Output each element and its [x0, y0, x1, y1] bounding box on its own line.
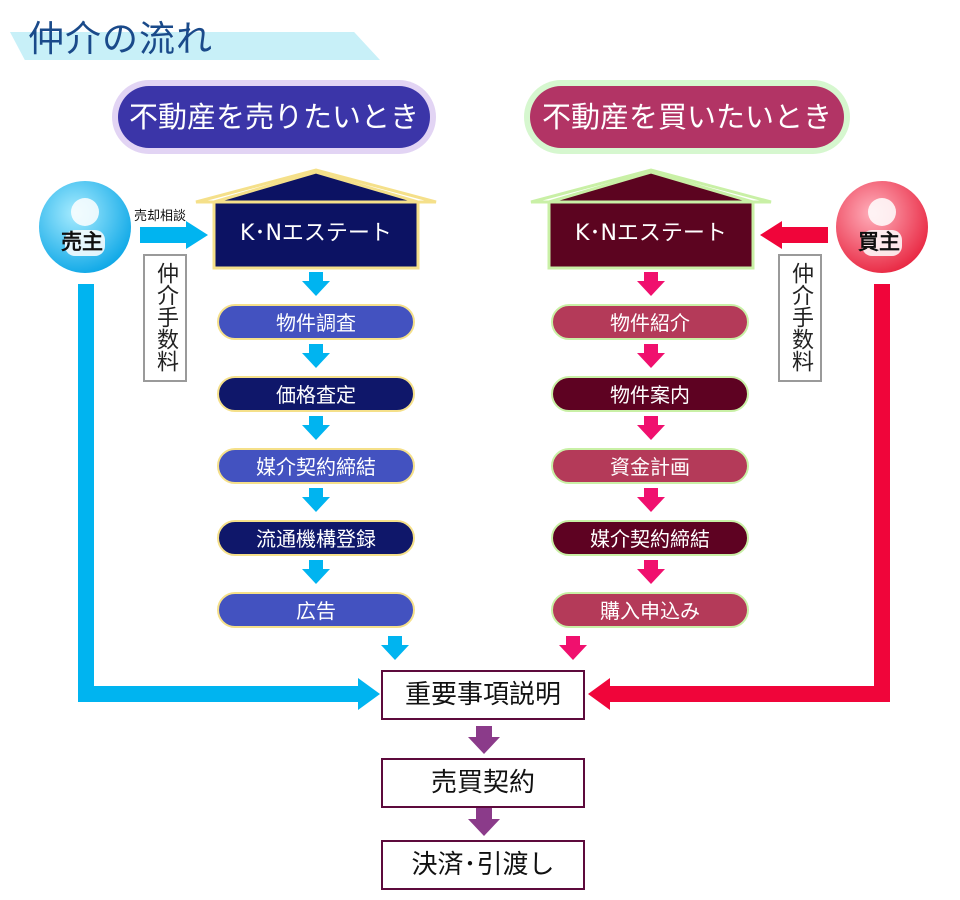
seller-fee-label: 仲介手数料 — [143, 254, 187, 382]
seller-company-label: K･Nエステート — [240, 221, 392, 246]
seller-person-icon — [65, 198, 105, 256]
seller-step-1: 物件調査 — [217, 304, 415, 340]
buyer-section-header: 不動産を買いたいとき — [530, 86, 844, 148]
page-title: 仲介の流れ — [28, 19, 214, 60]
final-step-settlement: 決済･引渡し — [381, 840, 585, 890]
seller-step-arrows — [302, 272, 409, 660]
seller-consult-arrow — [140, 221, 208, 249]
buyer-avatar-circle — [836, 181, 928, 273]
buyer-company-house — [547, 170, 755, 270]
seller-company-house — [212, 170, 420, 270]
buyer-label: 買主 — [858, 230, 900, 254]
buyer-step-3: 資金計画 — [551, 448, 749, 484]
buyer-person-icon — [862, 198, 902, 256]
buyer-step-4: 媒介契約締結 — [551, 520, 749, 556]
buyer-step-2: 物件案内 — [551, 376, 749, 412]
seller-flow-line — [78, 284, 380, 710]
buyer-company-label: K･Nエステート — [575, 221, 727, 246]
seller-step-3: 媒介契約締結 — [217, 448, 415, 484]
buyer-consult-arrow — [760, 221, 828, 249]
seller-section-header: 不動産を売りたいとき — [118, 86, 430, 148]
buyer-fee-label: 仲介手数料 — [778, 254, 822, 382]
seller-step-2: 価格査定 — [217, 376, 415, 412]
buyer-step-1: 物件紹介 — [551, 304, 749, 340]
final-step-contract: 売買契約 — [381, 758, 585, 808]
buyer-step-5: 購入申込み — [551, 592, 749, 628]
final-step-arrows — [468, 726, 500, 836]
seller-avatar-circle — [39, 181, 131, 273]
buyer-step-arrows — [559, 272, 665, 660]
title-banner — [10, 32, 380, 60]
seller-step-5: 広告 — [217, 592, 415, 628]
buyer-flow-line — [588, 284, 890, 710]
consult-label: 売却相談 — [134, 209, 187, 224]
final-step-explanation: 重要事項説明 — [381, 670, 585, 720]
seller-step-4: 流通機構登録 — [217, 520, 415, 556]
seller-label: 売主 — [61, 230, 103, 254]
